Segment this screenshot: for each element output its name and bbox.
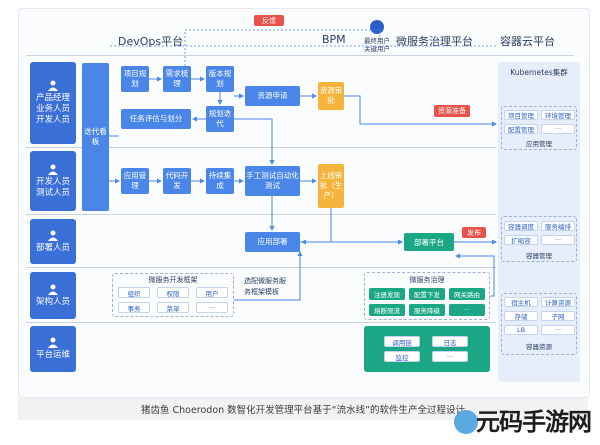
badge-publish: 发布 [462,227,486,238]
role-architect: 架构人员 [30,272,76,319]
box-project-plan: 项目规划 [121,66,149,92]
key-user-label: 关键用户 [364,45,390,53]
role-line: 测试人员 [35,187,70,198]
role-line: 开发人员 [35,115,70,125]
chip-transaction: 事务 [118,302,150,313]
chip-lb: LB [504,325,538,335]
select-services-text: 选配微服务服务框架模板 [244,277,286,296]
person-icon [48,230,58,241]
lane-divider-3 [26,267,496,268]
chip-ops-more: ··· [432,351,468,362]
chip-user: 用户 [196,287,228,298]
caption: 猪齿鱼 Choerodon 数智化开发管理平台基于“流水线”的软件生产全过程设计 [18,398,588,420]
chip-app-more: ··· [541,124,575,134]
lane-divider-2 [26,214,496,215]
chip-trace: 调用链 [384,336,420,347]
diagram-frame [18,8,590,398]
chip-permission: 权限 [157,287,189,298]
chip-scheduling: 容器调度 [504,221,538,231]
user-icon [370,20,384,34]
person-icon [48,284,58,295]
chip-project-mgmt: 项目管理 [504,110,538,120]
box-app-mgmt: 应用管理 [121,168,149,194]
k8s-title: Kubernetes集群 [510,68,568,77]
k8s-container-mgmt-panel [501,216,577,262]
k8s-container-res-label: 容器资源 [526,343,552,351]
chip-menu: 菜单 [157,302,189,313]
box-sprint-plan: 规划迭代 [206,106,234,132]
chip-org: 组织 [118,287,150,298]
chip-compute: 计算资源 [541,297,575,307]
role-line: 开发人员 [35,176,70,187]
role-deploy: 部署人员 [30,219,76,264]
chip-circuit: 熔断限流 [369,304,405,316]
k8s-container-res-panel [501,293,577,355]
header-bpm: BPM [322,33,346,46]
role-line: 部署人员 [35,242,70,253]
role-dev-test: 开发人员 测试人员 [30,151,76,211]
box-version-plan: 版本规划 [206,66,234,92]
iteration-board: 迭代看板 [82,63,109,211]
chip-env-mgmt: 环境管理 [541,110,575,120]
chip-degrade: 服务降级 [409,304,445,316]
role-line: 产品经理 [35,93,70,103]
chip-res-more: ··· [541,325,575,335]
k8s-app-mgmt-label: 应用管理 [526,140,552,148]
feedback-badge: 反馈 [254,15,284,26]
chip-gov-more: ··· [449,304,485,316]
role-line: 架构人员 [35,296,70,307]
box-code-dev: 代码开发 [163,168,191,194]
chip-storage: 存储 [504,311,538,321]
chip-scaling: 扩缩容 [504,235,538,245]
header-devops: DevOps平台 [118,35,184,48]
chip-orchestration: 服务编排 [541,221,575,231]
chip-container-more: ··· [541,235,575,245]
ops-panel [364,326,490,372]
person-icon [48,80,58,91]
micro-framework-panel [112,273,234,317]
chip-gateway: 网关路由 [449,288,485,300]
watermark-logo-icon [454,410,478,434]
box-task-eval: 任务评估与划分 [121,109,191,129]
lane-divider-4 [26,322,496,323]
box-ci: 持续集成 [206,168,234,194]
micro-framework-title: 微服务开发框架 [148,276,198,284]
k8s-container-mgmt-label: 容器管理 [526,252,552,260]
chip-monitor: 监控 [384,351,420,362]
chip-host: 宿主机 [504,297,538,307]
role-ops: 平台运维 [30,326,76,372]
chip-more: ··· [196,302,228,313]
chip-config-mgmt: 配置管理 [504,124,538,134]
chip-config: 配置下发 [409,288,445,300]
chip-subnet: 子网 [541,311,575,321]
box-res-apply: 资源申请 [245,86,300,106]
lane-divider-top [26,55,574,56]
person-icon [48,164,58,175]
header-micro: 微服务治理平台 [396,35,473,48]
role-line: 平台运维 [35,350,70,360]
badge-res-ready: 资源准备 [434,105,470,117]
box-app-deploy: 应用部署 [245,232,300,252]
header-container: 容器云平台 [500,35,555,48]
box-test: 手工测试自动化测试 [245,166,300,196]
box-req-sort: 需求梳理 [163,66,191,92]
chip-registry: 注册发现 [369,288,405,300]
k8s-app-mgmt-panel [501,106,577,150]
box-res-approve: 资源审批 [318,82,344,110]
role-line: 业务人员 [35,104,70,114]
box-online-approve: 上线审批（生产） [318,164,344,208]
watermark-text: 元码手游网 [476,408,592,436]
box-deploy-platform: 部署平台 [404,233,454,251]
chip-log: 日志 [432,336,468,347]
role-product: 产品经理 业务人员 开发人员 [30,62,76,144]
person-icon [48,337,58,348]
micro-gov-title: 微服务治理 [409,276,445,284]
